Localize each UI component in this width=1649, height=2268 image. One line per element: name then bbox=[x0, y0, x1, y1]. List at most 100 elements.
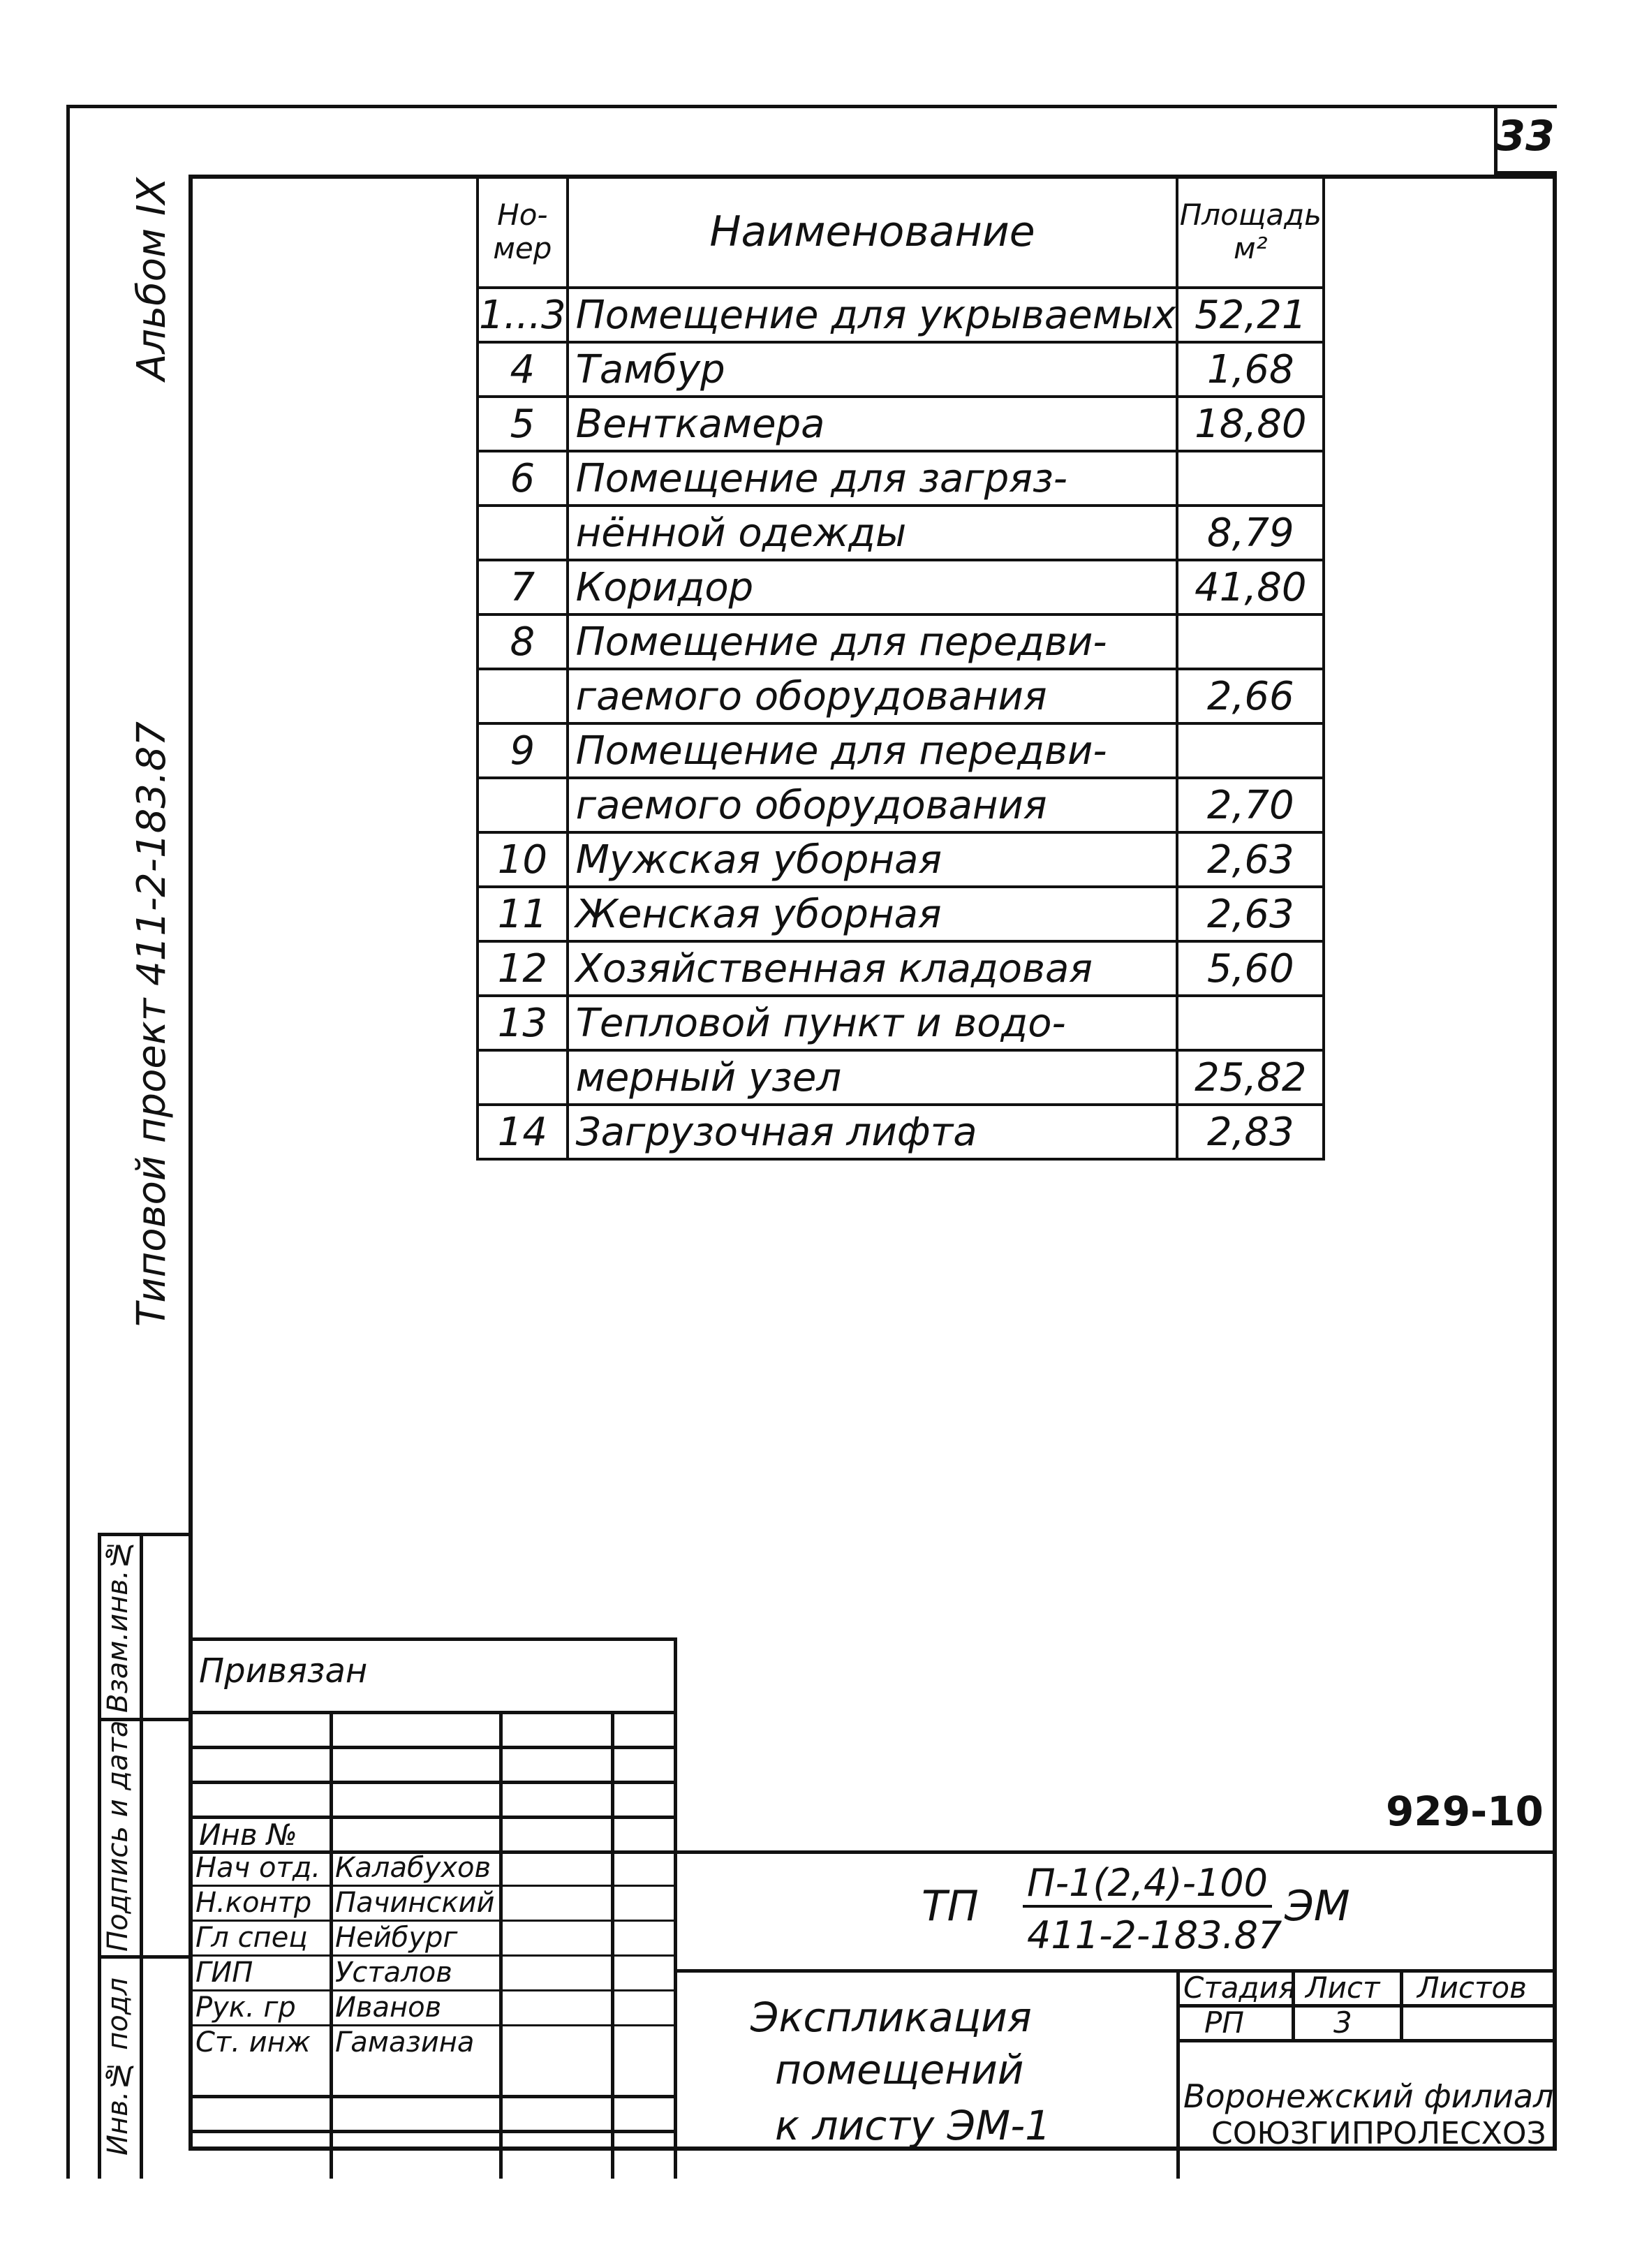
room-number: 11 bbox=[476, 885, 569, 943]
room-area: 5,60 bbox=[1176, 940, 1326, 997]
signatory-divider bbox=[188, 1989, 677, 1991]
grid-col bbox=[611, 1711, 614, 2179]
designation-bottom-line bbox=[674, 1969, 1557, 1973]
strip-divider bbox=[140, 1533, 143, 2179]
room-number bbox=[476, 504, 569, 561]
room-name: Хозяйственная кладовая bbox=[565, 940, 1179, 997]
title-line-2: помещений bbox=[775, 2046, 1024, 2093]
grid-line bbox=[188, 1816, 677, 1819]
signatory-divider bbox=[188, 1954, 677, 1957]
room-name: Женская уборная bbox=[565, 885, 1179, 943]
room-number: 8 bbox=[476, 613, 569, 670]
room-number bbox=[476, 1049, 569, 1106]
room-name: гаемого оборудования bbox=[565, 776, 1179, 834]
room-number: 1...3 bbox=[476, 286, 569, 344]
room-table-header: Но- мер Наименование Площадь м² bbox=[476, 175, 1326, 289]
privyazan-top-line bbox=[188, 1637, 677, 1641]
doc-code: 929-10 bbox=[1386, 1788, 1544, 1835]
grid-col bbox=[499, 1711, 503, 2179]
room-number: 6 bbox=[476, 450, 569, 507]
room-area: 2,83 bbox=[1176, 1103, 1326, 1161]
room-number: 14 bbox=[476, 1103, 569, 1161]
signatory-name: Гамазина bbox=[335, 2026, 475, 2059]
privyazan-label: Привязан bbox=[199, 1651, 368, 1691]
room-number: 4 bbox=[476, 341, 569, 398]
sheet-value: 3 bbox=[1333, 2005, 1352, 2040]
header-area: Площадь м² bbox=[1176, 175, 1326, 289]
left-side-strip bbox=[98, 1533, 188, 2179]
room-name: Помещение для передви- bbox=[565, 613, 1179, 670]
room-area: 2,66 bbox=[1176, 668, 1326, 725]
stage-block-left bbox=[1176, 1969, 1180, 2179]
signatory-name: Нейбург bbox=[335, 1922, 458, 1954]
stage-line bbox=[1176, 2004, 1557, 2008]
room-number: 5 bbox=[476, 395, 569, 452]
sheet-number: 33 bbox=[1496, 112, 1555, 161]
room-area: 18,80 bbox=[1176, 395, 1326, 452]
title-line-3: к листу ЭМ-1 bbox=[775, 2102, 1051, 2149]
room-area: 25,82 bbox=[1176, 1049, 1326, 1106]
room-number bbox=[476, 668, 569, 725]
sheet-number-box bbox=[1494, 105, 1557, 175]
signatory-name: Иванов bbox=[335, 1991, 442, 2024]
room-area: 1,68 bbox=[1176, 341, 1326, 398]
grid-line bbox=[188, 2130, 677, 2133]
inv-podl-label: Инв.№ подл bbox=[102, 1978, 134, 2156]
stage-value: РП bbox=[1204, 2005, 1244, 2040]
header-number: Но- мер bbox=[476, 175, 569, 289]
inv-no-label: Инв № bbox=[199, 1818, 297, 1852]
room-name: Венткамера bbox=[565, 395, 1179, 452]
privyazan-bottom-line bbox=[188, 1711, 677, 1714]
room-name: мерный узел bbox=[565, 1049, 1179, 1106]
signatory-divider bbox=[188, 1885, 677, 1887]
stage-label: Стадия bbox=[1183, 1971, 1296, 2005]
designation-prefix: ТП bbox=[922, 1882, 979, 1931]
room-area: 8,79 bbox=[1176, 504, 1326, 561]
room-number bbox=[476, 776, 569, 834]
room-name: Загрузочная лифта bbox=[565, 1103, 1179, 1161]
stage-line bbox=[1176, 2039, 1557, 2042]
room-area bbox=[1176, 994, 1326, 1052]
title-block-left-edge bbox=[674, 1637, 677, 2179]
designation-suffix: ЭМ bbox=[1285, 1882, 1350, 1931]
room-area: 52,21 bbox=[1176, 286, 1326, 344]
room-area: 2,63 bbox=[1176, 885, 1326, 943]
strip-divider bbox=[98, 1718, 188, 1721]
signatory-role: Н.контр bbox=[195, 1887, 312, 1919]
title-block-top-line bbox=[188, 1850, 1557, 1854]
room-number: 12 bbox=[476, 940, 569, 997]
header-name: Наименование bbox=[565, 175, 1179, 289]
signature-date-label: Подпись и дата bbox=[102, 1720, 134, 1952]
stage-col bbox=[1400, 1969, 1403, 2039]
sheet-label: Лист bbox=[1306, 1971, 1380, 2005]
signatory-name: Пачинский bbox=[335, 1887, 495, 1919]
organization-line-2: СОЮЗГИПРОЛЕСХОЗ bbox=[1211, 2116, 1546, 2151]
room-name: Тепловой пункт и водо- bbox=[565, 994, 1179, 1052]
room-name: Помещение для укрываемых bbox=[565, 286, 1179, 344]
room-area bbox=[1176, 450, 1326, 507]
designation-denominator: 411-2-183.87 bbox=[1027, 1913, 1282, 1957]
signatory-role: ГИП bbox=[195, 1957, 253, 1989]
room-area: 2,63 bbox=[1176, 831, 1326, 888]
organization-line-1: Воронежский филиал bbox=[1183, 2077, 1554, 2115]
room-area bbox=[1176, 722, 1326, 779]
room-area: 2,70 bbox=[1176, 776, 1326, 834]
room-number: 13 bbox=[476, 994, 569, 1052]
room-name: Тамбур bbox=[565, 341, 1179, 398]
grid-line bbox=[188, 2095, 677, 2098]
sheets-label: Листов bbox=[1417, 1971, 1527, 2005]
room-number: 9 bbox=[476, 722, 569, 779]
outer-frame bbox=[66, 105, 1557, 2179]
